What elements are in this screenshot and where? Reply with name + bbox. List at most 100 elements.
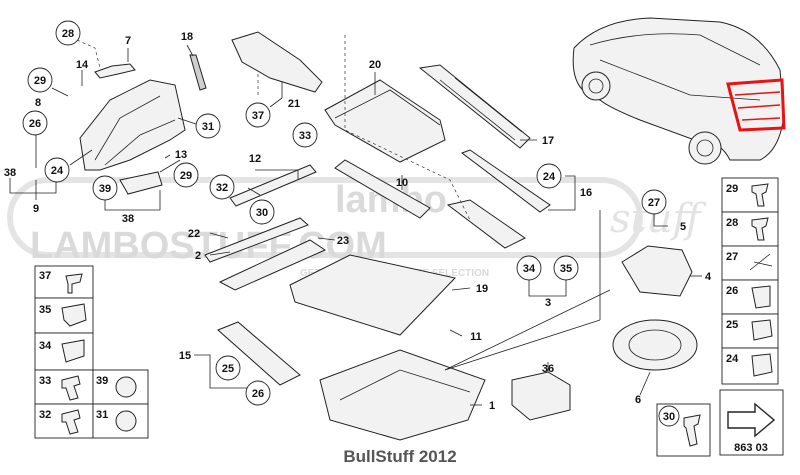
part-left-trim-panel [79,79,186,171]
legend-left-35: 35 [39,304,51,316]
label-30-a: 30 [256,207,268,219]
label-13: 13 [175,149,187,161]
clip-icon [65,273,83,294]
part-cover-38 [119,171,163,195]
clip-icon [751,319,773,341]
part-bar-10 [334,159,431,219]
callout-35-a: 35 [553,255,579,281]
label-34-a: 34 [523,263,536,275]
label-29-b: 29 [180,170,192,182]
leader-lines [9,35,702,406]
label-12: 12 [249,153,261,165]
label-26-b: 26 [252,388,264,400]
callout-33-a: 33 [292,122,318,148]
label-5: 5 [680,221,686,233]
callout-28: 28 [55,20,81,46]
direction-arrow-icon [727,402,776,438]
label-31-a: 31 [202,121,214,133]
label-37-a: 37 [252,110,264,122]
screw-icon [683,414,701,447]
label-16: 16 [580,187,592,199]
label-38-b: 38 [122,213,134,225]
watermark-site: LAMBOSTUFF.COM [30,225,387,267]
part-bracket-7 [94,63,136,79]
label-33-a: 33 [299,130,311,142]
legend-right-27: 27 [726,251,738,263]
screw-icon [61,375,81,401]
label-25-a: 25 [222,363,234,375]
part-jack-4 [621,245,693,297]
diagram-code-box: 863 03 [719,389,784,456]
label-14: 14 [76,59,89,71]
part-kit-36 [511,371,571,421]
label-10: 10 [396,177,408,189]
right-fastener-legend: 29 28 27 26 25 24 [721,177,779,385]
part-rail-15 [217,321,301,386]
callout-24-a: 24 [44,157,70,183]
label-6: 6 [635,394,641,406]
label-4: 4 [705,271,712,283]
label-24-a: 24 [51,165,64,177]
part-spare-wheel-6 [612,319,698,371]
label-39-a: 39 [99,183,111,195]
screw-box-30: 30 [656,403,711,457]
part-strip-2 [204,217,309,263]
clip-icon [751,353,773,377]
callout-37-a: 37 [245,102,271,128]
label-26-a: 26 [29,118,41,130]
label-19: 19 [476,283,488,295]
callout-29-a: 29 [27,67,53,93]
callout-30-a: 30 [249,199,275,225]
legend-right-24: 24 [726,353,739,365]
clip-icon [751,285,771,309]
callout-27-a: 27 [641,189,667,215]
callout-29-b: 29 [173,162,199,188]
label-22: 22 [188,228,200,240]
rivet-icon [115,376,137,398]
callout-26-b: 26 [245,380,271,406]
label-24-b: 24 [543,171,556,183]
legend-left-31: 31 [96,409,108,421]
spring-clip-icon [749,253,773,271]
bracket-clip-icon [61,303,87,327]
legend-left-34: 34 [39,340,52,352]
part-tub-1 [319,349,486,441]
callout-26-a: 26 [22,110,48,136]
label-29-a: 29 [34,75,46,87]
label-8: 8 [35,97,41,109]
label-38-a: 38 [4,167,16,179]
car-silhouette [572,17,786,165]
legend-right-26: 26 [726,285,738,297]
legend-left-37: 37 [39,270,51,282]
label-17: 17 [542,135,554,147]
callout-32-a: 32 [209,174,235,200]
left-fastener-legend: 37 35 34 33 39 32 31 [34,265,149,439]
label-18: 18 [181,31,193,43]
label-28: 28 [62,28,74,40]
diagram-code: 863 03 [734,442,768,454]
part-rail-33 [229,164,317,207]
label-20: 20 [369,59,381,71]
legend-right-25: 25 [726,319,738,331]
label-21: 21 [288,98,300,110]
label-36: 36 [542,363,554,375]
label-30-b: 30 [663,411,675,423]
label-27-a: 27 [648,197,660,209]
label-32-a: 32 [216,182,228,194]
callout-25-a: 25 [215,355,241,381]
legend-left-32: 32 [39,409,51,421]
screw-icon [751,183,769,207]
legend-left-33: 33 [39,375,51,387]
callouts: 28 7 18 14 29 8 26 24 13 29 38 9 39 38 3… [4,20,712,412]
part-cover-20 [324,79,446,163]
part-floor-cover-19 [289,254,456,336]
label-1: 1 [489,400,495,412]
part-shelf-21 [231,31,323,93]
label-9: 9 [33,203,39,215]
part-strip-16 [460,149,551,213]
callout-24-b: 24 [536,163,562,189]
clamp-icon [61,339,85,363]
label-23: 23 [337,235,349,247]
callout-34-a: 34 [516,255,542,281]
